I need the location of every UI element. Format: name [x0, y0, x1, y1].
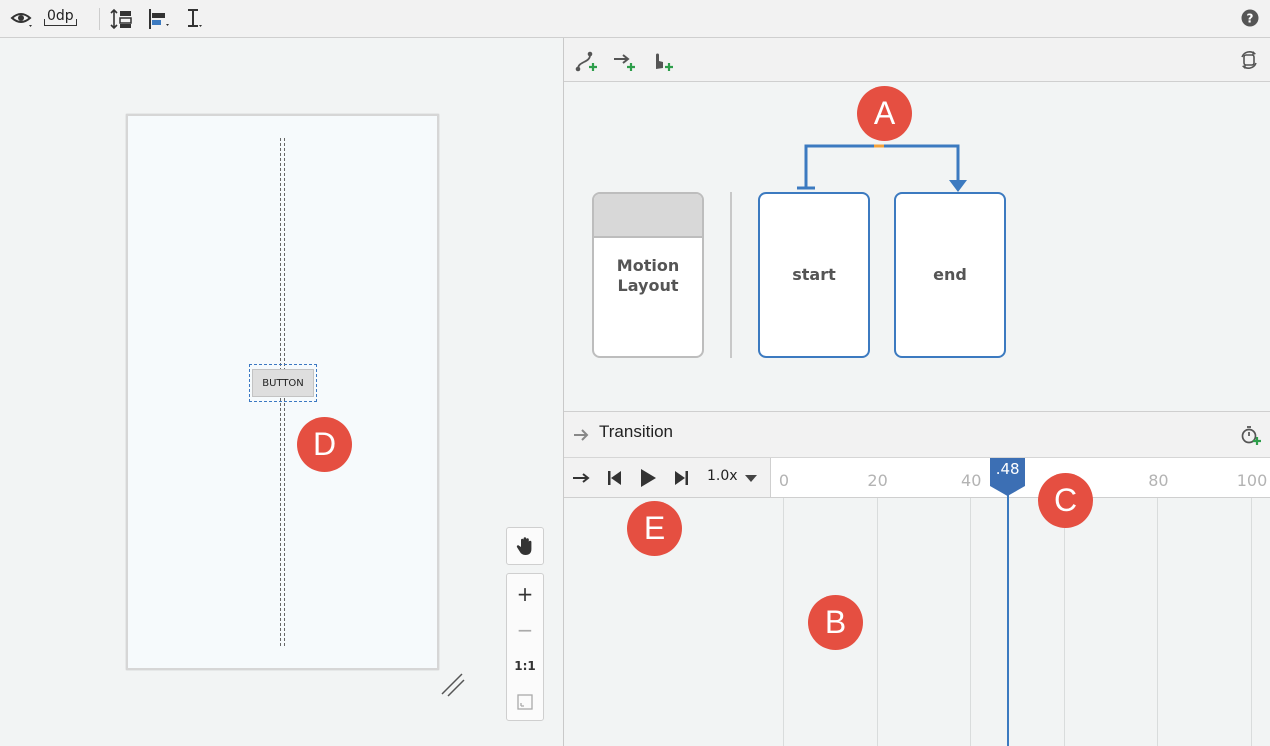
timeline-gridline — [876, 498, 878, 746]
tick-label-100: 100 — [1236, 471, 1268, 490]
help-icon[interactable]: ? — [1240, 8, 1262, 30]
eye-icon[interactable] — [10, 8, 32, 30]
callout-marker-d: D — [297, 417, 352, 472]
default-margin-value[interactable]: 0dp — [44, 8, 77, 26]
graph-separator — [730, 192, 732, 358]
timeline-gridline — [970, 498, 972, 746]
selected-button-widget[interactable]: BUTTON — [249, 364, 317, 402]
pack-icon[interactable] — [110, 8, 132, 30]
playback-speed-select[interactable]: 1.0x — [707, 468, 738, 484]
motion-layout-node[interactable]: Motion Layout — [592, 192, 704, 358]
hand-icon — [515, 535, 537, 557]
playhead-handle[interactable]: .48 — [990, 458, 1026, 496]
fit-screen-icon — [517, 694, 533, 710]
timeline-gridline — [1157, 498, 1159, 746]
motion-layout-label-line1: Motion — [616, 256, 680, 275]
tick-label-0: 0 — [778, 471, 790, 490]
start-constraint-set[interactable]: start — [758, 192, 870, 358]
playback-controls: 1.0x — [564, 458, 770, 498]
tick-label-20: 20 — [867, 471, 888, 490]
timeline-gridline — [1063, 498, 1065, 746]
motion-graph-overview: Motion Layout start end — [564, 82, 1270, 412]
motion-editor-toolbar — [564, 38, 1270, 82]
skip-to-start-icon[interactable] — [605, 468, 625, 488]
motion-layout-label-line2: Layout — [617, 276, 679, 295]
create-constraint-set-icon[interactable] — [574, 49, 597, 72]
end-label: end — [933, 265, 967, 284]
button-label: BUTTON — [252, 369, 314, 397]
timeline-body[interactable] — [564, 498, 1270, 746]
callout-marker-b: B — [808, 595, 863, 650]
svg-text:?: ? — [1247, 12, 1254, 26]
end-constraint-set[interactable]: end — [894, 192, 1006, 358]
tick-label-80: 80 — [1148, 471, 1169, 490]
top-toolbar: 0dp ? — [0, 0, 1270, 38]
pan-hand-button[interactable] — [506, 527, 544, 565]
play-icon[interactable] — [638, 468, 658, 488]
create-transition-icon[interactable] — [612, 49, 635, 71]
zoom-actual-size-button[interactable]: 1:1 — [514, 659, 536, 673]
timeline-gridline — [1251, 498, 1252, 746]
zoom-controls: + − 1:1 — [506, 573, 544, 721]
transition-header: Transition — [564, 412, 1270, 458]
callout-marker-e: E — [627, 501, 682, 556]
start-label: start — [792, 265, 836, 284]
motion-layout-label: Motion Layout — [594, 256, 702, 296]
pane-divider[interactable] — [563, 38, 564, 746]
resize-handle-icon[interactable] — [440, 672, 466, 698]
motion-layout-node-header — [594, 194, 702, 238]
zoom-to-fit-button[interactable] — [507, 684, 543, 720]
transition-title: Transition — [599, 422, 674, 441]
add-keyframe-timer-icon[interactable] — [1240, 424, 1262, 446]
create-click-handler-icon[interactable] — [650, 49, 673, 71]
chevron-down-icon[interactable] — [745, 475, 757, 482]
timeline-gridline — [783, 498, 784, 746]
loop-mode-icon[interactable] — [572, 468, 592, 488]
zoom-out-button[interactable]: − — [516, 618, 534, 642]
refresh-icon[interactable] — [1238, 49, 1260, 71]
transition-arrow[interactable] — [564, 82, 1270, 412]
transition-arrow-icon — [572, 426, 592, 444]
callout-marker-a: A — [857, 86, 912, 141]
skip-to-end-icon[interactable] — [671, 468, 691, 488]
toolbar-separator — [99, 8, 100, 30]
tick-label-40: 40 — [961, 471, 982, 490]
playhead-line[interactable] — [1006, 482, 1009, 746]
callout-marker-c: C — [1038, 473, 1093, 528]
align-icon[interactable] — [148, 8, 170, 30]
zoom-in-button[interactable]: + — [516, 582, 534, 606]
guideline-icon[interactable] — [184, 8, 206, 30]
playhead-value: .48 — [995, 460, 1020, 478]
